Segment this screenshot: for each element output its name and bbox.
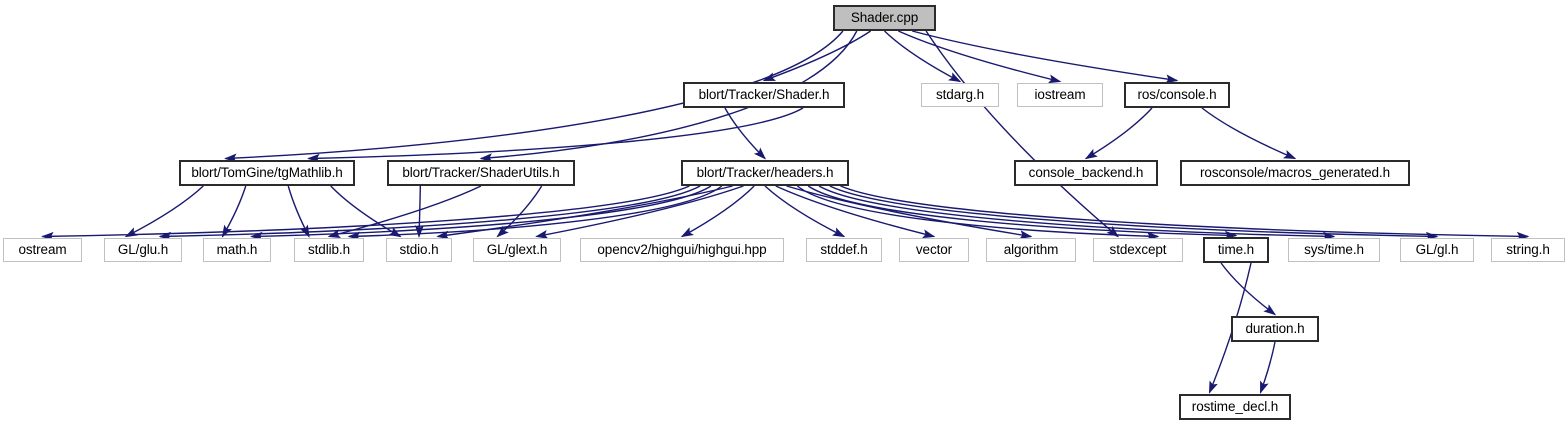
- graph-node-label: ostream: [18, 242, 67, 258]
- graph-node-tgmathlib_h[interactable]: blort/TomGine/tgMathlib.h: [179, 160, 355, 186]
- graph-edge-time_h-to-rostime_decl_h: [1208, 262, 1252, 394]
- graph-node-stdexcept[interactable]: stdexcept: [1093, 238, 1183, 262]
- graph-node-label: algorithm: [1003, 242, 1059, 258]
- graph-node-label: stdio.h: [399, 242, 439, 258]
- graph-node-macros_generated_h[interactable]: rosconsole/macros_generated.h: [1180, 160, 1410, 186]
- graph-edge-blort_shader_h-to-tgmathlib_h: [307, 107, 804, 163]
- graph-node-label: rostime_decl.h: [1191, 399, 1279, 415]
- graph-node-sys_time_h[interactable]: sys/time.h: [1288, 238, 1380, 262]
- graph-node-label: duration.h: [1245, 321, 1305, 337]
- graph-node-gl_glu_h[interactable]: GL/glu.h: [104, 238, 182, 262]
- graph-node-label: time.h: [1217, 242, 1255, 258]
- graph-node-label: Shader.cpp: [850, 10, 919, 26]
- graph-edge-tgmathlib_h-to-math_h: [221, 185, 247, 238]
- graph-edge-headers_h-to-highgui_hpp: [680, 185, 755, 238]
- graph-edge-headers_h-to-stddef_h: [764, 185, 846, 238]
- graph-edge-headers_h-to-vector: [775, 185, 936, 239]
- graph-edge-headers_h-to-algorithm: [786, 185, 1033, 240]
- graph-node-string_h[interactable]: string.h: [1491, 238, 1565, 262]
- graph-node-label: string.h: [1506, 242, 1550, 258]
- graph-edge-headers_h-to-stdio_h: [436, 185, 733, 240]
- graph-node-stdlib_h[interactable]: stdlib.h: [294, 238, 364, 262]
- graph-node-label: blort/TomGine/tgMathlib.h: [191, 165, 343, 181]
- graph-node-iostream[interactable]: iostream: [1017, 83, 1103, 107]
- graph-node-label: vector: [915, 242, 953, 258]
- graph-node-stddef_h[interactable]: stddef.h: [806, 238, 882, 262]
- graph-node-label: sys/time.h: [1304, 242, 1364, 258]
- graph-edge-headers_h-to-gl_glext_h: [535, 185, 744, 239]
- graph-node-label: math.h: [216, 242, 258, 258]
- graph-node-label: stddef.h: [820, 242, 868, 258]
- graph-node-headers_h[interactable]: blort/Tracker/headers.h: [681, 160, 849, 186]
- graph-edge-ros_console_h-to-console_backend_h: [1084, 107, 1153, 160]
- graph-edge-shader_cpp-to-blort_shader_h: [762, 30, 872, 82]
- graph-node-rostime_decl_h[interactable]: rostime_decl.h: [1179, 394, 1291, 420]
- graph-node-shaderutils_h[interactable]: blort/Tracker/ShaderUtils.h: [387, 160, 575, 186]
- graph-node-label: iostream: [1034, 87, 1086, 103]
- graph-edge-ros_console_h-to-macros_generated_h: [1201, 107, 1297, 160]
- graph-edge-headers_h-to-sys_time_h: [818, 185, 1336, 241]
- graph-node-label: GL/glu.h: [117, 242, 169, 258]
- graph-node-label: rosconsole/macros_generated.h: [1200, 165, 1390, 181]
- graph-node-label: stdlib.h: [308, 242, 350, 258]
- graph-edge-headers_h-to-string_h: [840, 185, 1530, 241]
- graph-node-label: blort/Tracker/Shader.h: [698, 87, 830, 103]
- graph-edge-duration_h-to-rostime_decl_h: [1259, 341, 1276, 394]
- graph-node-blort_shader_h[interactable]: blort/Tracker/Shader.h: [683, 82, 845, 108]
- edge-layer: [41, 30, 1530, 394]
- graph-node-label: console_backend.h: [1028, 165, 1144, 181]
- graph-edge-shader_cpp-to-stdexcept: [925, 30, 1120, 238]
- graph-node-label: ros/console.h: [1137, 87, 1217, 103]
- graph-node-math_h[interactable]: math.h: [203, 238, 271, 262]
- graph-node-ros_console_h[interactable]: ros/console.h: [1124, 82, 1230, 108]
- graph-node-vector[interactable]: vector: [899, 238, 969, 262]
- graph-node-algorithm[interactable]: algorithm: [986, 238, 1076, 262]
- graph-node-console_backend_h[interactable]: console_backend.h: [1014, 160, 1158, 186]
- graph-node-label: GL/gl.h: [1415, 242, 1459, 258]
- graph-node-shader_cpp: Shader.cpp: [833, 5, 936, 31]
- graph-node-ostream[interactable]: ostream: [3, 238, 82, 262]
- graph-node-gl_gl_h[interactable]: GL/gl.h: [1400, 238, 1474, 262]
- graph-edge-headers_h-to-stdlib_h: [347, 185, 723, 241]
- graph-edge-shader_cpp-to-shaderutils_h: [479, 30, 858, 163]
- graph-node-label: blort/Tracker/ShaderUtils.h: [402, 165, 560, 181]
- graph-edge-shader_cpp-to-tgmathlib_h: [224, 30, 844, 163]
- graph-edge-shader_cpp-to-stdarg_h: [884, 30, 962, 83]
- graph-node-label: opencv2/highgui/highgui.hpp: [597, 242, 767, 258]
- graph-node-label: stdarg.h: [936, 87, 984, 103]
- graph-node-stdarg_h[interactable]: stdarg.h: [921, 83, 999, 107]
- graph-edge-headers_h-to-time_h: [807, 185, 1238, 240]
- graph-node-stdio_h[interactable]: stdio.h: [386, 238, 452, 262]
- graph-edge-headers_h-to-stdexcept: [796, 185, 1160, 241]
- graph-edge-tgmathlib_h-to-gl_glu_h: [124, 185, 204, 238]
- graph-edge-blort_shader_h-to-headers_h: [724, 107, 766, 160]
- graph-node-duration_h[interactable]: duration.h: [1231, 316, 1319, 342]
- graph-edge-shader_cpp-to-ros_console_h: [912, 30, 1179, 84]
- graph-node-highgui_hpp[interactable]: opencv2/highgui/highgui.hpp: [580, 238, 784, 262]
- graph-node-time_h[interactable]: time.h: [1203, 237, 1269, 263]
- graph-node-label: blort/Tracker/headers.h: [696, 165, 834, 181]
- graph-edge-tgmathlib_h-to-stdio_h: [330, 185, 402, 238]
- graph-node-label: GL/glext.h: [486, 242, 548, 258]
- graph-edge-shaderutils_h-to-stdlib_h: [327, 185, 482, 239]
- graph-edge-time_h-to-duration_h: [1220, 262, 1277, 316]
- graph-edge-shaderutils_h-to-stdio_h: [414, 185, 424, 238]
- graph-node-gl_glext_h[interactable]: GL/glext.h: [473, 238, 561, 262]
- graph-edge-headers_h-to-gl_gl_h: [829, 185, 1439, 241]
- graph-edge-tgmathlib_h-to-stdlib_h: [287, 185, 310, 238]
- graph-node-label: stdexcept: [1109, 242, 1167, 258]
- graph-edge-shader_cpp-to-iostream: [898, 30, 1062, 84]
